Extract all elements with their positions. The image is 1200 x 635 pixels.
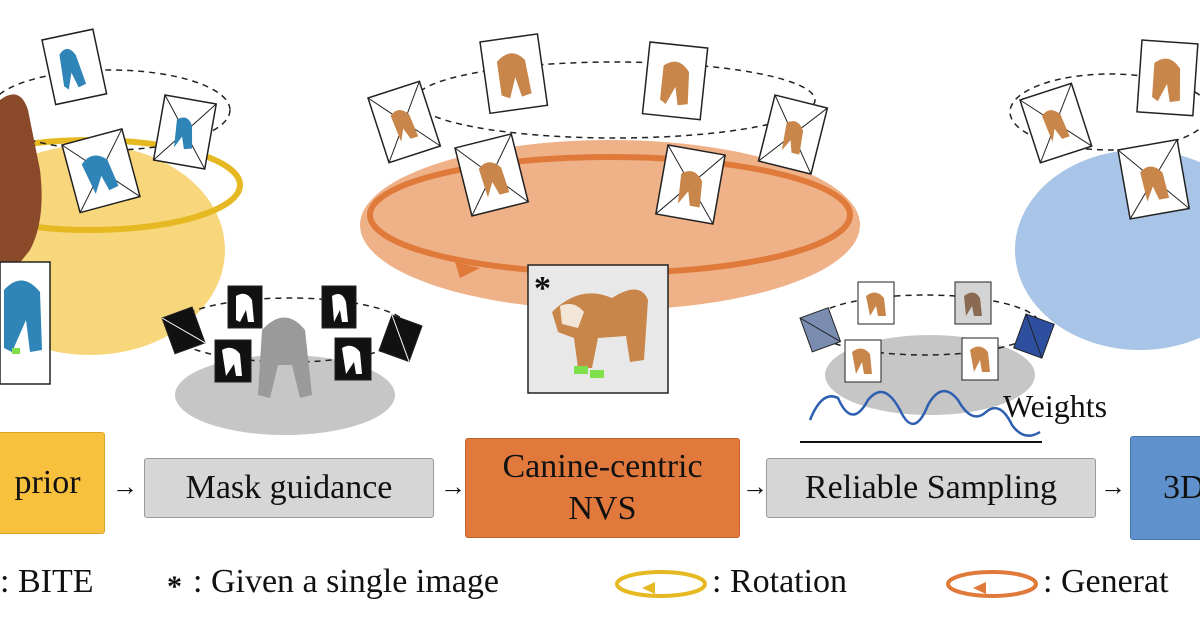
nvs-frustum <box>757 94 829 175</box>
legend-rotation: : Rotation <box>712 563 848 600</box>
nvs-view-card <box>641 41 709 121</box>
sampling-view-card <box>844 339 882 383</box>
weights-label: Weights <box>1003 388 1108 424</box>
generation-legend-icon <box>946 570 1038 598</box>
given-image-asterisk: * <box>534 270 551 307</box>
mask-frustum <box>161 306 206 355</box>
arrow-right-icon: → <box>440 472 466 501</box>
legend-bite: : BITE <box>0 563 94 600</box>
reliable-sampling-box: Reliable Sampling <box>766 458 1096 518</box>
final-3d-box: 3D <box>1130 436 1200 540</box>
mask-card <box>214 339 252 383</box>
prior-stage-label: prior <box>14 464 81 501</box>
mask-guidance-box: Mask guidance <box>144 458 434 518</box>
sampling-frustum <box>799 307 842 353</box>
nvs-frustum <box>654 144 726 225</box>
final-view-card <box>1136 39 1199 117</box>
final-frustum <box>1117 138 1191 220</box>
arrow-right-icon: → <box>1100 472 1126 501</box>
nvs-orbit-dashed <box>414 61 816 139</box>
mask-card <box>321 285 357 329</box>
mask-frustum <box>378 314 423 363</box>
nvs-label-line2: NVS <box>568 490 637 527</box>
bite-input-card <box>0 261 51 385</box>
final-frustum <box>1019 82 1093 164</box>
nvs-label-line1: Canine-centric <box>502 447 703 485</box>
final-3d-label: 3D <box>1163 469 1200 506</box>
bite-dog-model <box>0 94 42 265</box>
given-input-image <box>527 264 669 394</box>
legend-single-image: : Given a single image <box>193 563 499 600</box>
camera-frustum <box>61 128 141 214</box>
nvs-frustum <box>454 133 530 217</box>
generation-arrow-head <box>455 262 480 278</box>
gray-dog-model <box>258 317 312 398</box>
nvs-view-card <box>479 33 549 115</box>
arrow-right-icon: → <box>742 472 768 501</box>
final-orbit-dashed <box>1009 73 1200 151</box>
sampling-view-card <box>961 337 999 381</box>
mask-guidance-label: Mask guidance <box>185 469 393 506</box>
mask-card <box>227 285 263 329</box>
prior-stage-box: prior <box>0 432 105 534</box>
camera-view-card <box>41 28 108 106</box>
legend-generation: : Generat <box>1043 563 1169 600</box>
prior-ellipse <box>0 145 225 355</box>
mask-card <box>334 337 372 381</box>
sampling-view-card <box>954 281 992 325</box>
legend-asterisk-symbol: * <box>167 570 182 603</box>
arrow-right-icon: → <box>112 472 138 501</box>
rotation-legend-icon <box>615 570 707 598</box>
weights-curve <box>808 390 1041 437</box>
sampling-frustum <box>1013 313 1055 359</box>
nvs-stage-box: Canine-centric NVS <box>465 438 740 538</box>
camera-frustum <box>152 94 218 170</box>
sampling-view-card <box>857 281 895 325</box>
nvs-frustum <box>367 80 442 164</box>
reliable-sampling-label: Reliable Sampling <box>804 469 1058 506</box>
